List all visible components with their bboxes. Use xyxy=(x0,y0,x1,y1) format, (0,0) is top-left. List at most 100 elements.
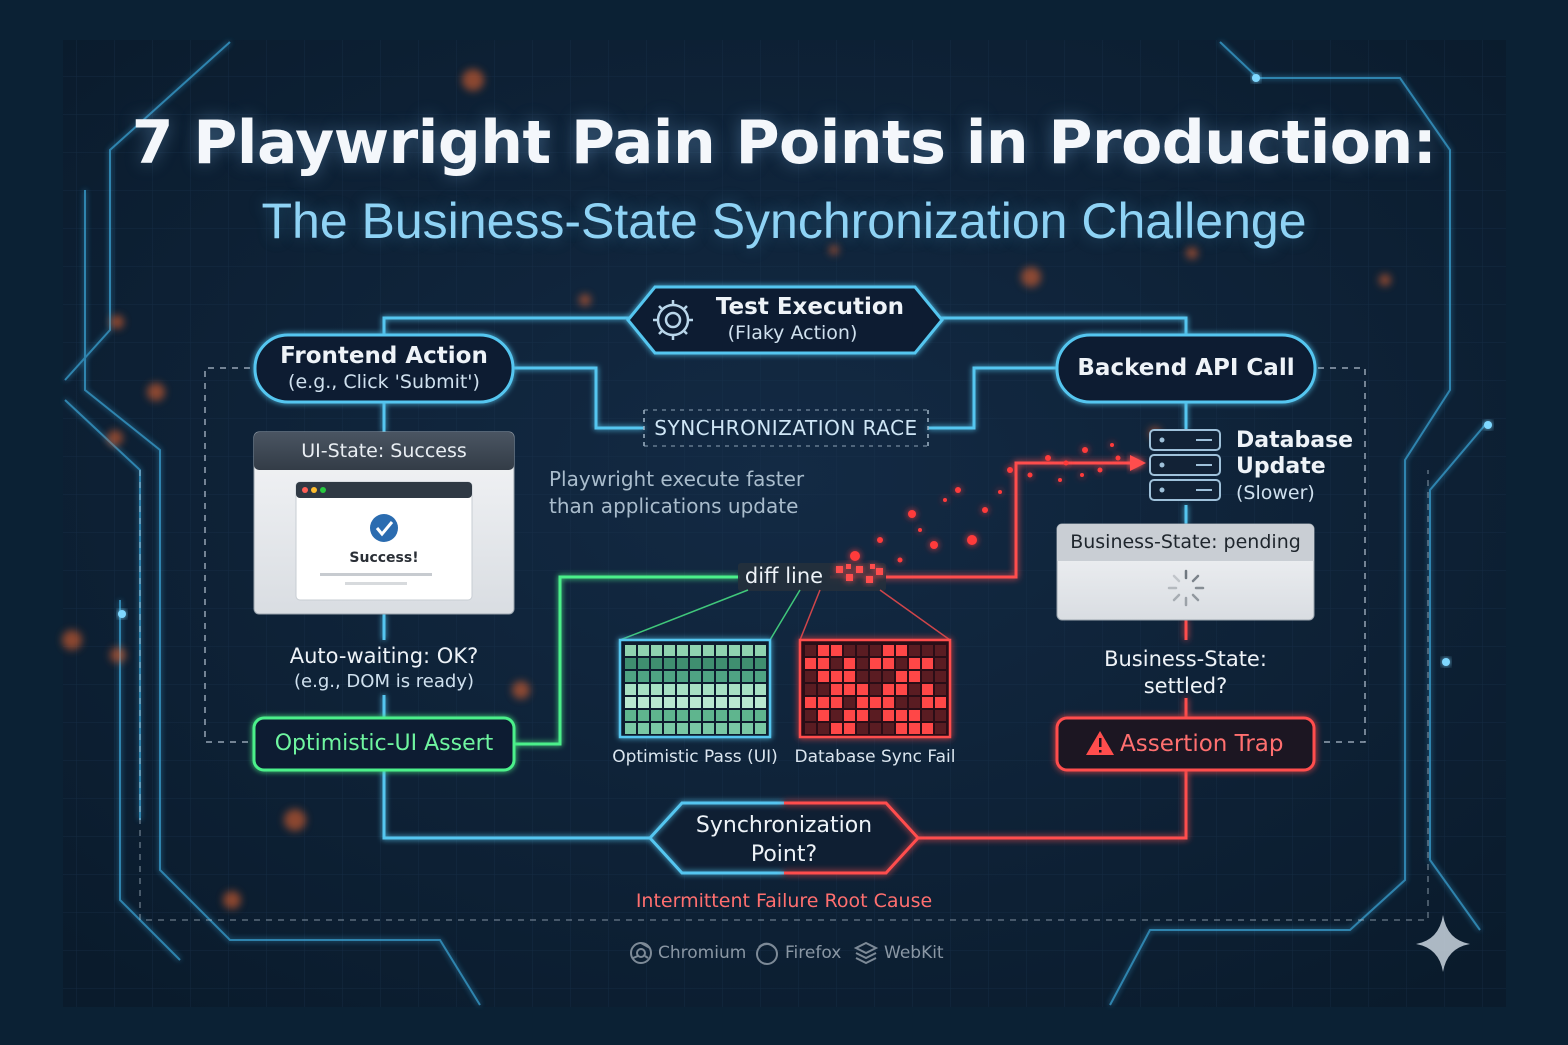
sync-point-line1: Synchronization xyxy=(695,813,873,838)
grid-cell xyxy=(729,671,740,682)
grid-cell xyxy=(883,684,894,695)
grid-cell xyxy=(716,658,727,669)
grid-cell xyxy=(703,697,714,708)
frontend-action-title: Frontend Action xyxy=(280,343,488,369)
grid-cell xyxy=(625,710,636,721)
optimistic-assert-title: Optimistic-UI Assert xyxy=(274,731,494,756)
grid-cell xyxy=(909,684,920,695)
grid-cell xyxy=(690,684,701,695)
grid-cell xyxy=(844,645,855,656)
grid-cell xyxy=(716,684,727,695)
grid-cell xyxy=(844,697,855,708)
grid-cell xyxy=(883,710,894,721)
grid-cell xyxy=(677,658,688,669)
grid-cell xyxy=(805,684,816,695)
grid-cell xyxy=(870,697,881,708)
check-icon xyxy=(370,514,398,542)
grid-cell xyxy=(742,684,753,695)
grid-cell xyxy=(857,671,868,682)
circuit-border xyxy=(64,41,1486,1006)
grid-cell xyxy=(922,723,933,734)
grid-cell xyxy=(857,658,868,669)
grid-cell xyxy=(818,684,829,695)
page-title: 7 Playwright Pain Points in Production: xyxy=(131,108,1437,178)
speed-note-line2: than applications update xyxy=(549,494,799,518)
grid-cell xyxy=(651,645,662,656)
grid-cell xyxy=(664,671,675,682)
grid-cell xyxy=(844,723,855,734)
grid-cell xyxy=(805,658,816,669)
grid-cell xyxy=(831,671,842,682)
grid-cell xyxy=(805,671,816,682)
grid-cell xyxy=(844,710,855,721)
speed-note-line1: Playwright execute faster xyxy=(549,467,805,491)
grid-cell xyxy=(716,710,727,721)
grid-cell xyxy=(896,658,907,669)
grid-cell xyxy=(883,723,894,734)
grid-cell xyxy=(805,697,816,708)
grid-cell xyxy=(729,723,740,734)
grid-cell xyxy=(703,671,714,682)
grid-cell xyxy=(677,697,688,708)
grid-cell xyxy=(638,658,649,669)
grid-cell xyxy=(935,645,946,656)
speed-note: Playwright execute faster than applicati… xyxy=(549,466,849,520)
grid-cell xyxy=(883,671,894,682)
optimistic-pass-label: Optimistic Pass (UI) xyxy=(612,747,778,767)
grid-cell xyxy=(844,684,855,695)
auto-waiting-subtitle: (e.g., DOM is ready) xyxy=(294,671,474,692)
auto-waiting-title: Auto-waiting: OK? xyxy=(289,644,479,668)
grid-cell xyxy=(716,723,727,734)
grid-cell xyxy=(818,710,829,721)
optimistic-assert-node xyxy=(252,716,516,772)
grid-cell xyxy=(922,658,933,669)
test-execution-node xyxy=(626,285,944,355)
grid-cell xyxy=(755,645,766,656)
grid-cell xyxy=(664,645,675,656)
grid-cell xyxy=(909,658,920,669)
grid-cell xyxy=(909,697,920,708)
grid-cell xyxy=(729,658,740,669)
grid-cell xyxy=(664,710,675,721)
grid-cell xyxy=(677,684,688,695)
grid-cell xyxy=(742,710,753,721)
grid-cell xyxy=(638,697,649,708)
grid-cell xyxy=(703,684,714,695)
grid-cell xyxy=(818,723,829,734)
grid-cell xyxy=(703,658,714,669)
business-settled-label: Business-State: settled? xyxy=(1057,646,1314,700)
grid-cell xyxy=(755,684,766,695)
grid-cell xyxy=(844,658,855,669)
grid-cell xyxy=(716,697,727,708)
grid-cell xyxy=(896,684,907,695)
page-subtitle: The Business-State Synchronization Chall… xyxy=(261,193,1307,249)
grid-cell xyxy=(755,658,766,669)
grid-cell xyxy=(625,645,636,656)
grid-cell xyxy=(638,671,649,682)
grid-cell xyxy=(831,645,842,656)
grid-cell xyxy=(857,723,868,734)
grid-cell xyxy=(831,684,842,695)
grid-cell xyxy=(690,697,701,708)
grid-cell xyxy=(870,671,881,682)
grid-cell xyxy=(729,710,740,721)
business-settled-line2: settled? xyxy=(1143,674,1228,698)
grid-cell xyxy=(716,671,727,682)
assertion-trap-node xyxy=(1055,716,1316,772)
grid-cell xyxy=(690,671,701,682)
grid-cell xyxy=(742,645,753,656)
grid-cell xyxy=(742,671,753,682)
success-message: Success! xyxy=(349,550,419,566)
grid-cell xyxy=(909,723,920,734)
grid-cell xyxy=(690,645,701,656)
grid-cell xyxy=(844,671,855,682)
grid-cell xyxy=(935,723,946,734)
grid-cell xyxy=(805,710,816,721)
grid-cell xyxy=(625,671,636,682)
grid-cell xyxy=(883,697,894,708)
grid-cell xyxy=(922,684,933,695)
green-cell-grid xyxy=(625,645,766,734)
grid-cell xyxy=(625,723,636,734)
